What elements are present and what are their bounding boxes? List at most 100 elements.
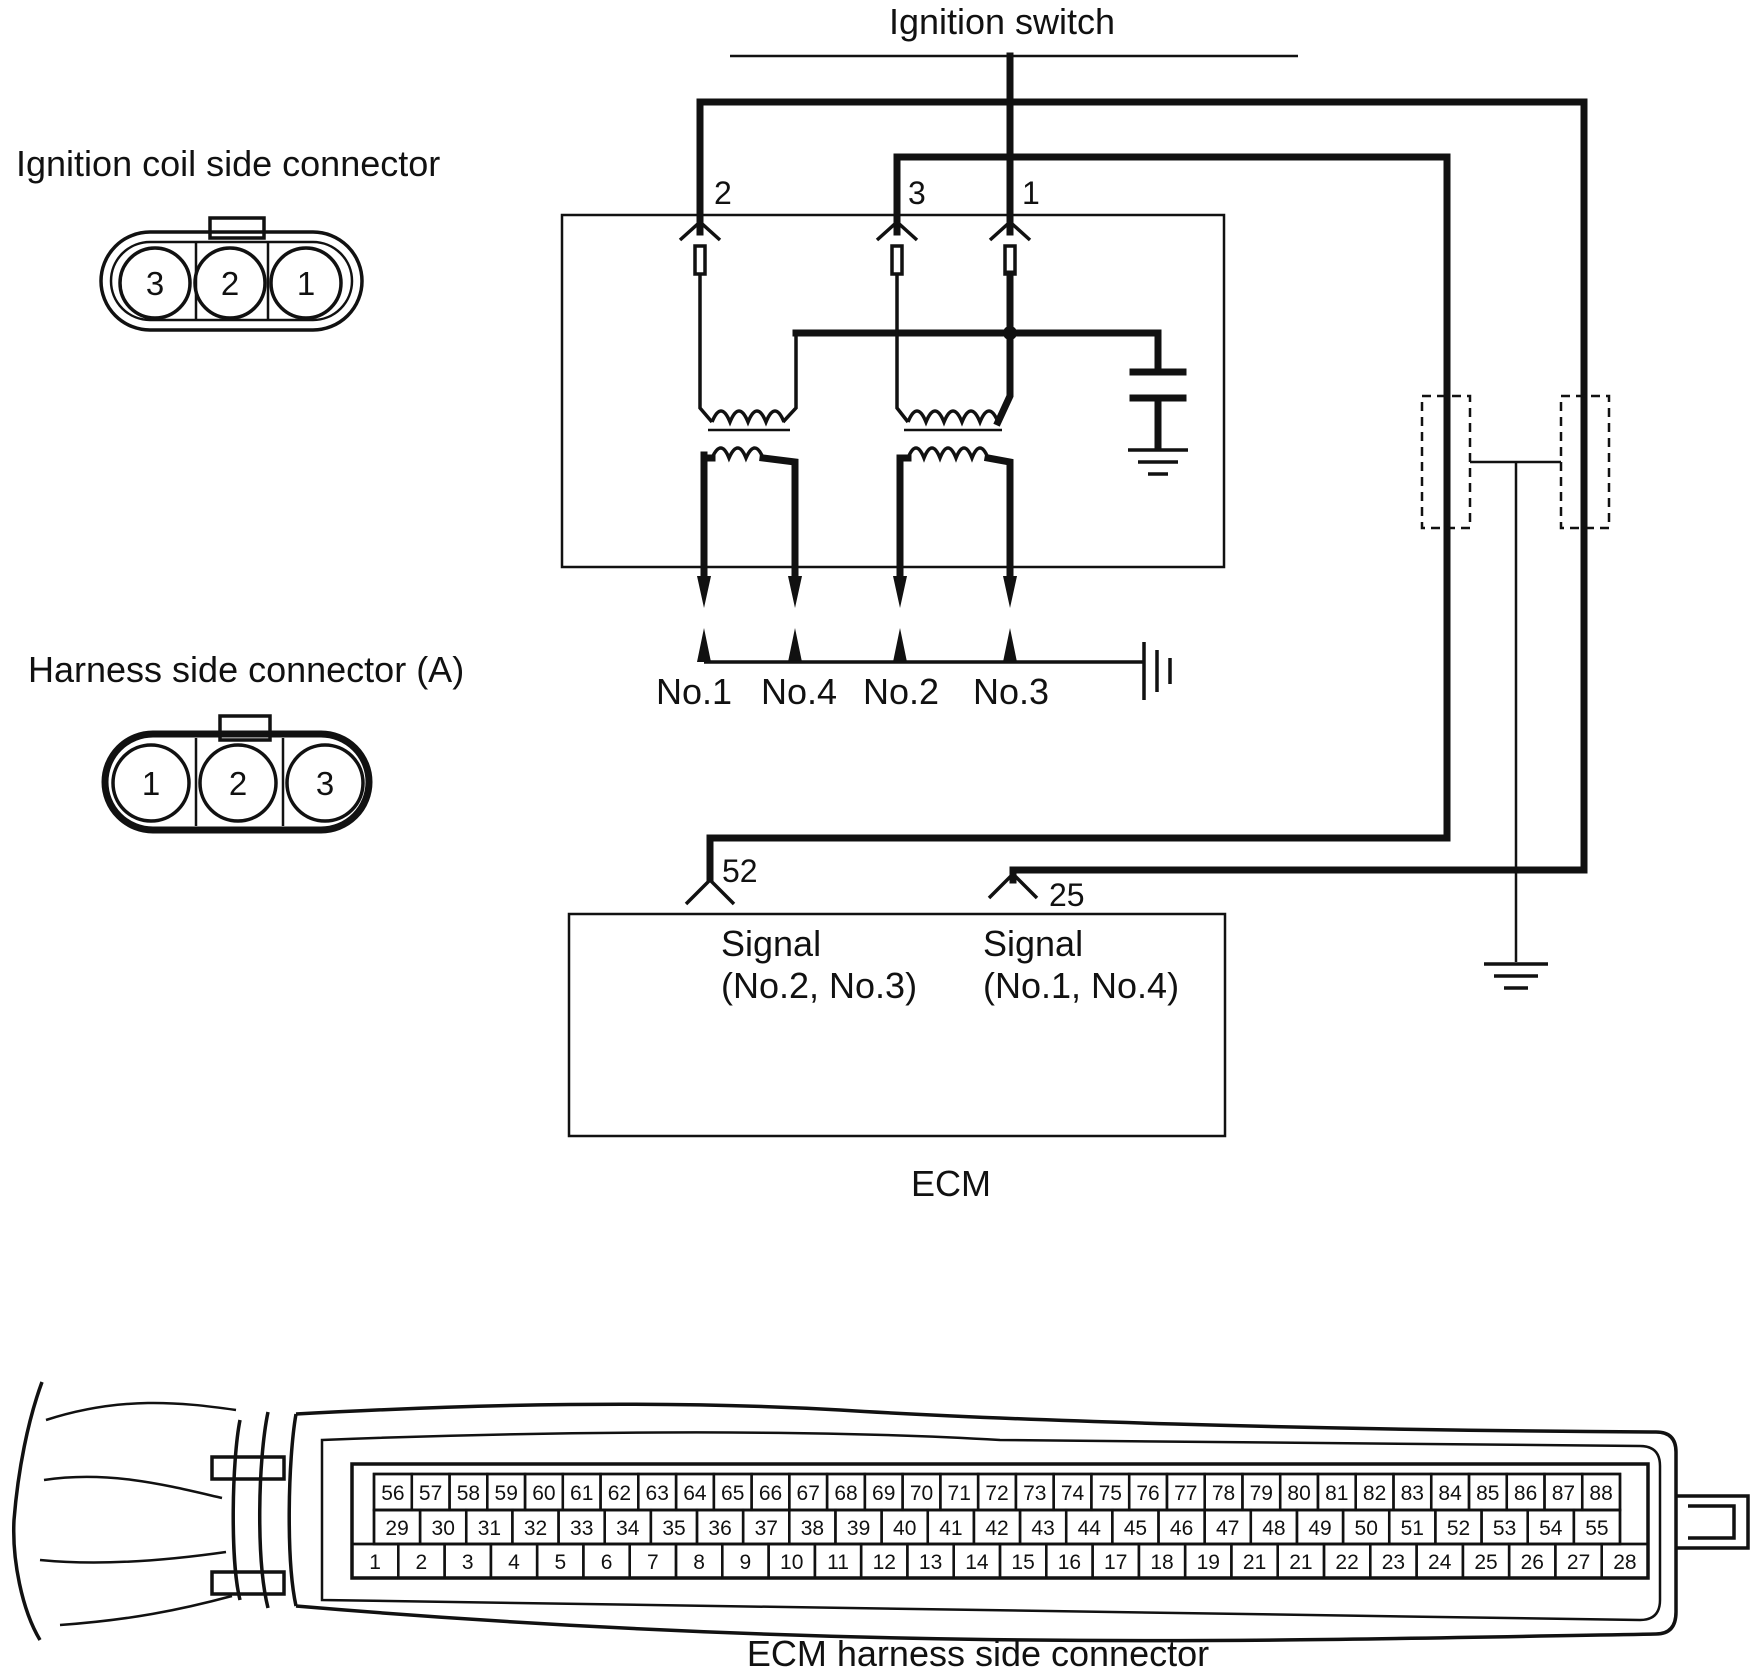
ecm-pin-number: 74 xyxy=(1061,1482,1085,1505)
primary-coil-b xyxy=(906,409,1000,427)
ecm-pin-number: 80 xyxy=(1287,1482,1310,1505)
ecm-pin-number: 13 xyxy=(919,1551,942,1574)
ecm-pin-number: 16 xyxy=(1058,1551,1081,1574)
ecm-pin-number: 24 xyxy=(1428,1551,1452,1574)
ecm-pin-number: 54 xyxy=(1539,1517,1563,1540)
secondary-coil-b xyxy=(906,446,990,463)
ecm-pin-number: 26 xyxy=(1521,1551,1544,1574)
ecm-pin-number: 2 xyxy=(416,1551,428,1574)
ecm-pin-number: 59 xyxy=(495,1482,518,1505)
ecm-pin-number: 63 xyxy=(646,1482,669,1505)
coil-connector-pin: 2 xyxy=(221,265,239,302)
ecm-pin-number: 65 xyxy=(721,1482,744,1505)
ignition-coil-box xyxy=(560,213,1226,569)
ecm-pin-number: 7 xyxy=(647,1551,659,1574)
ecm-pin-number: 29 xyxy=(385,1517,408,1540)
ecm-label: ECM xyxy=(911,1163,991,1204)
ecm-pin-number: 19 xyxy=(1197,1551,1220,1574)
ecm-pin-cell xyxy=(1600,1542,1650,1580)
primary-wiring xyxy=(698,270,1162,427)
ecm-pin-number: 50 xyxy=(1355,1517,1378,1540)
harness-connector-label: Harness side connector (A) xyxy=(28,649,464,690)
ecm-pin-number: 88 xyxy=(1589,1482,1612,1505)
ecm-pin-number: 52 xyxy=(1447,1517,1470,1540)
ecm-pin-number: 71 xyxy=(948,1482,971,1505)
ecm-pin-number: 15 xyxy=(1011,1551,1034,1574)
ecm-pin-number: 21 xyxy=(1243,1551,1266,1574)
ecm-pin-number: 61 xyxy=(570,1482,593,1505)
ecm-pin-number: 8 xyxy=(693,1551,705,1574)
ecm-pin-number: 83 xyxy=(1401,1482,1424,1505)
ecm-pin-number: 22 xyxy=(1335,1551,1358,1574)
ecm-pin-number: 48 xyxy=(1262,1517,1285,1540)
ecm-terminal-forks xyxy=(684,871,1039,906)
ecm-terminal-label: 25 xyxy=(1049,877,1085,913)
secondary-coil-a xyxy=(710,446,765,463)
ecm-pin-number: 69 xyxy=(872,1482,895,1505)
ecm-pin-number: 84 xyxy=(1438,1482,1462,1505)
ecm-box xyxy=(567,912,1227,1138)
ecm-pin-number: 42 xyxy=(985,1517,1008,1540)
ecm-pin-number: 82 xyxy=(1363,1482,1386,1505)
ecm-terminal-label: 52 xyxy=(722,853,758,889)
ecm-pin-number: 4 xyxy=(508,1551,520,1574)
power-wiring xyxy=(696,52,1588,884)
ecm-pin-number: 46 xyxy=(1170,1517,1193,1540)
ecm-pin-number: 72 xyxy=(985,1482,1008,1505)
condenser xyxy=(1129,368,1187,452)
ecm-signal-label: Signal xyxy=(983,923,1083,964)
harness-connector-pin: 3 xyxy=(316,765,334,802)
ecm-pin-number: 70 xyxy=(910,1482,933,1505)
ecm-pin-number: 38 xyxy=(801,1517,824,1540)
spark-plug-label: No.3 xyxy=(973,671,1049,712)
ecm-pin-number: 6 xyxy=(601,1551,613,1574)
ecm-pin-number: 51 xyxy=(1401,1517,1424,1540)
ecm-pin-number: 30 xyxy=(432,1517,455,1540)
ecm-pin-number: 57 xyxy=(419,1482,442,1505)
ecm-pin-number: 28 xyxy=(1613,1551,1636,1574)
ecm-pin-number: 43 xyxy=(1031,1517,1054,1540)
ecm-pin-number: 27 xyxy=(1567,1551,1590,1574)
ecm-pin-number: 81 xyxy=(1325,1482,1348,1505)
ecm-pin-number: 32 xyxy=(524,1517,547,1540)
ecm-pin-number: 1 xyxy=(369,1551,381,1574)
shield-clamps xyxy=(1420,394,1611,962)
spark-plug-label: No.2 xyxy=(863,671,939,712)
coil-terminal-label: 2 xyxy=(714,175,732,211)
ecm-pin-number: 45 xyxy=(1124,1517,1147,1540)
ecm-pin-number: 64 xyxy=(683,1482,707,1505)
ground-icon xyxy=(1128,448,1188,476)
ecm-pin-number: 58 xyxy=(457,1482,480,1505)
ecm-pin-number: 11 xyxy=(827,1551,849,1574)
ecm-pin-number: 9 xyxy=(740,1551,752,1574)
shield-ground-icon xyxy=(1484,962,1548,990)
ecm-pin-number: 66 xyxy=(759,1482,782,1505)
ecm-pin-number: 75 xyxy=(1099,1482,1122,1505)
ecm-pin-number: 21 xyxy=(1289,1551,1312,1574)
ecm-pin-number: 78 xyxy=(1212,1482,1235,1505)
ecm-pin-number: 10 xyxy=(780,1551,803,1574)
ecm-pin-number: 49 xyxy=(1308,1517,1331,1540)
ecm-pin-number: 47 xyxy=(1216,1517,1239,1540)
ecm-signal-sublabel: (No.1, No.4) xyxy=(983,965,1179,1006)
ignition-switch-label: Ignition switch xyxy=(889,1,1115,42)
ecm-pin-number: 67 xyxy=(797,1482,820,1505)
ecm-pin-number: 3 xyxy=(462,1551,474,1574)
ecm-pin-number: 33 xyxy=(570,1517,593,1540)
spark-plug-label: No.4 xyxy=(761,671,837,712)
ecm-pin-number: 87 xyxy=(1552,1482,1575,1505)
spark-plug-gaps xyxy=(697,576,1172,700)
ecm-pin-number: 18 xyxy=(1150,1551,1173,1574)
ecm-pin-number: 60 xyxy=(532,1482,555,1505)
ecm-pin-number: 5 xyxy=(554,1551,566,1574)
ecm-pin-number: 77 xyxy=(1174,1482,1197,1505)
ecm-pin-number: 53 xyxy=(1493,1517,1516,1540)
ecm-pin-number: 34 xyxy=(616,1517,640,1540)
coil-terminal-label: 3 xyxy=(908,175,926,211)
ecm-pin-number: 39 xyxy=(847,1517,870,1540)
harness-connector-pin: 2 xyxy=(229,765,247,802)
ecm-pin-number: 25 xyxy=(1474,1551,1497,1574)
